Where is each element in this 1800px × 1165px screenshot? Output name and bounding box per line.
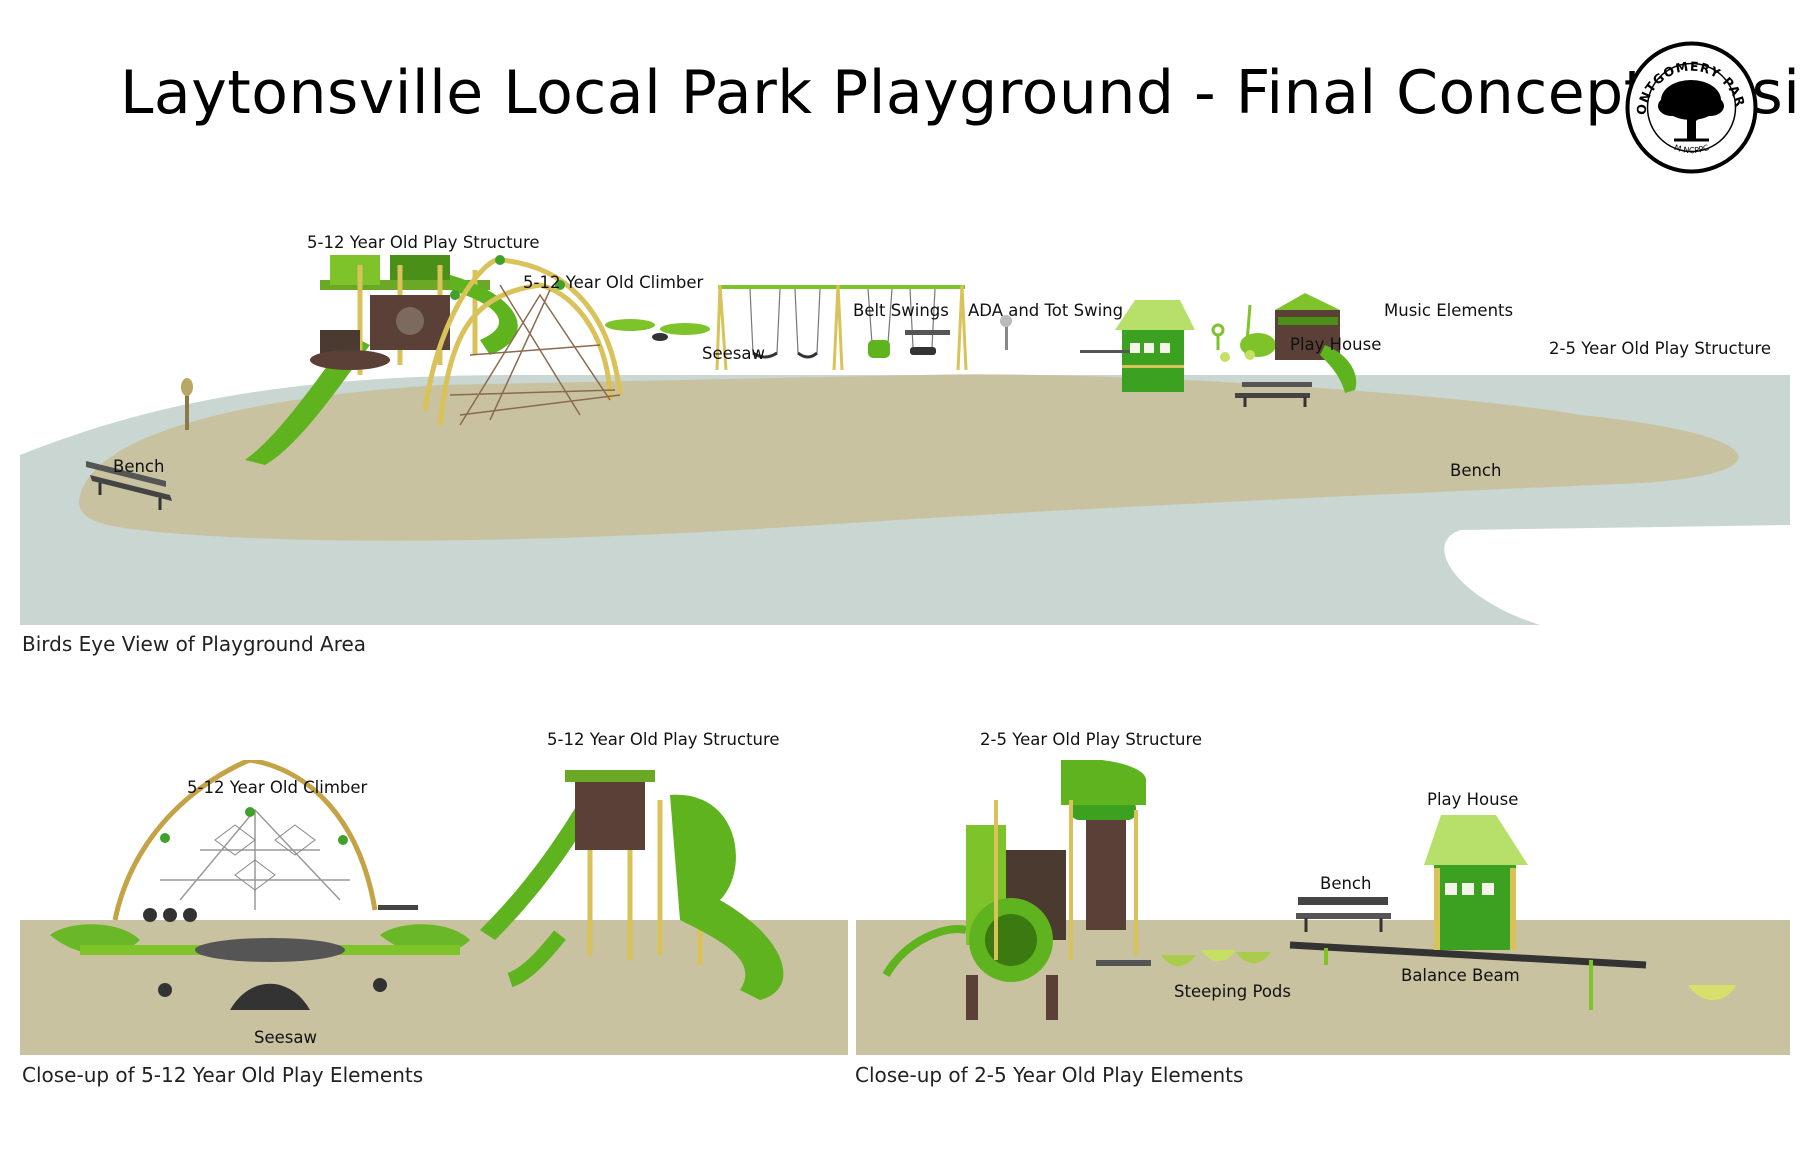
climber-closeup — [112, 760, 378, 921]
svg-text:M-NCPPC: M-NCPPC — [1673, 143, 1710, 155]
play-house-closeup — [1424, 815, 1528, 950]
label-structure-closeup: 5-12 Year Old Play Structure — [547, 730, 780, 749]
swing-set — [715, 284, 968, 371]
montgomery-parks-logo: MONTGOMERY PARKS M-NCPPC — [1624, 40, 1759, 175]
label-structure-2-5: 2-5 Year Old Play Structure — [1549, 339, 1772, 358]
label-play-house-closeup: Play House — [1427, 790, 1519, 809]
seesaw-overview — [605, 319, 710, 341]
play-structure-5-12 — [245, 255, 518, 465]
overview-render — [20, 225, 1790, 625]
seesaw-closeup — [50, 908, 470, 1010]
closeup-2-5-render — [856, 760, 1790, 1055]
label-climber-closeup: 5-12 Year Old Climber — [187, 778, 368, 797]
label-ada-tot-swing: ADA and Tot Swing — [968, 301, 1124, 320]
label-bench-closeup: Bench — [1320, 874, 1372, 893]
label-music-elements: Music Elements — [1384, 301, 1514, 320]
bench-closeup — [1296, 897, 1391, 932]
structure-closeup-5-12 — [480, 770, 784, 1000]
caption-closeup-2-5: Close-up of 2-5 Year Old Play Elements — [855, 1063, 1244, 1087]
pod-right — [1688, 985, 1736, 1000]
steeping-pods — [1161, 950, 1271, 967]
page-title: Laytonsville Local Park Playground - Fin… — [120, 58, 1800, 128]
play-house-overview — [1115, 300, 1195, 392]
structure-closeup-2-5 — [882, 760, 1151, 1020]
closeup-5-12-render — [20, 760, 848, 1055]
label-structure-5-12: 5-12 Year Old Play Structure — [307, 233, 540, 252]
label-belt-swings: Belt Swings — [853, 301, 949, 320]
label-seesaw-closeup: Seesaw — [254, 1028, 317, 1047]
label-steeping-pods: Steeping Pods — [1174, 982, 1292, 1001]
caption-overview: Birds Eye View of Playground Area — [22, 632, 367, 656]
play-structure-2-5-overview — [1080, 293, 1357, 393]
label-structure-closeup-2-5: 2-5 Year Old Play Structure — [980, 730, 1203, 749]
logo-text-bottom: M-NCPPC — [1673, 143, 1710, 155]
caption-closeup-5-12: Close-up of 5-12 Year Old Play Elements — [22, 1063, 424, 1087]
bench-left — [86, 461, 172, 510]
label-balance-beam: Balance Beam — [1401, 966, 1520, 985]
label-bench-right: Bench — [1450, 461, 1502, 480]
label-play-house: Play House — [1290, 335, 1382, 354]
climber-5-12 — [422, 255, 623, 426]
bench-right — [1235, 382, 1312, 407]
balance-beam — [1289, 941, 1647, 1010]
label-climber-5-12: 5-12 Year Old Climber — [523, 273, 704, 292]
label-bench-left: Bench — [113, 457, 165, 476]
label-seesaw: Seesaw — [702, 344, 765, 363]
tree-icon — [1658, 80, 1724, 142]
